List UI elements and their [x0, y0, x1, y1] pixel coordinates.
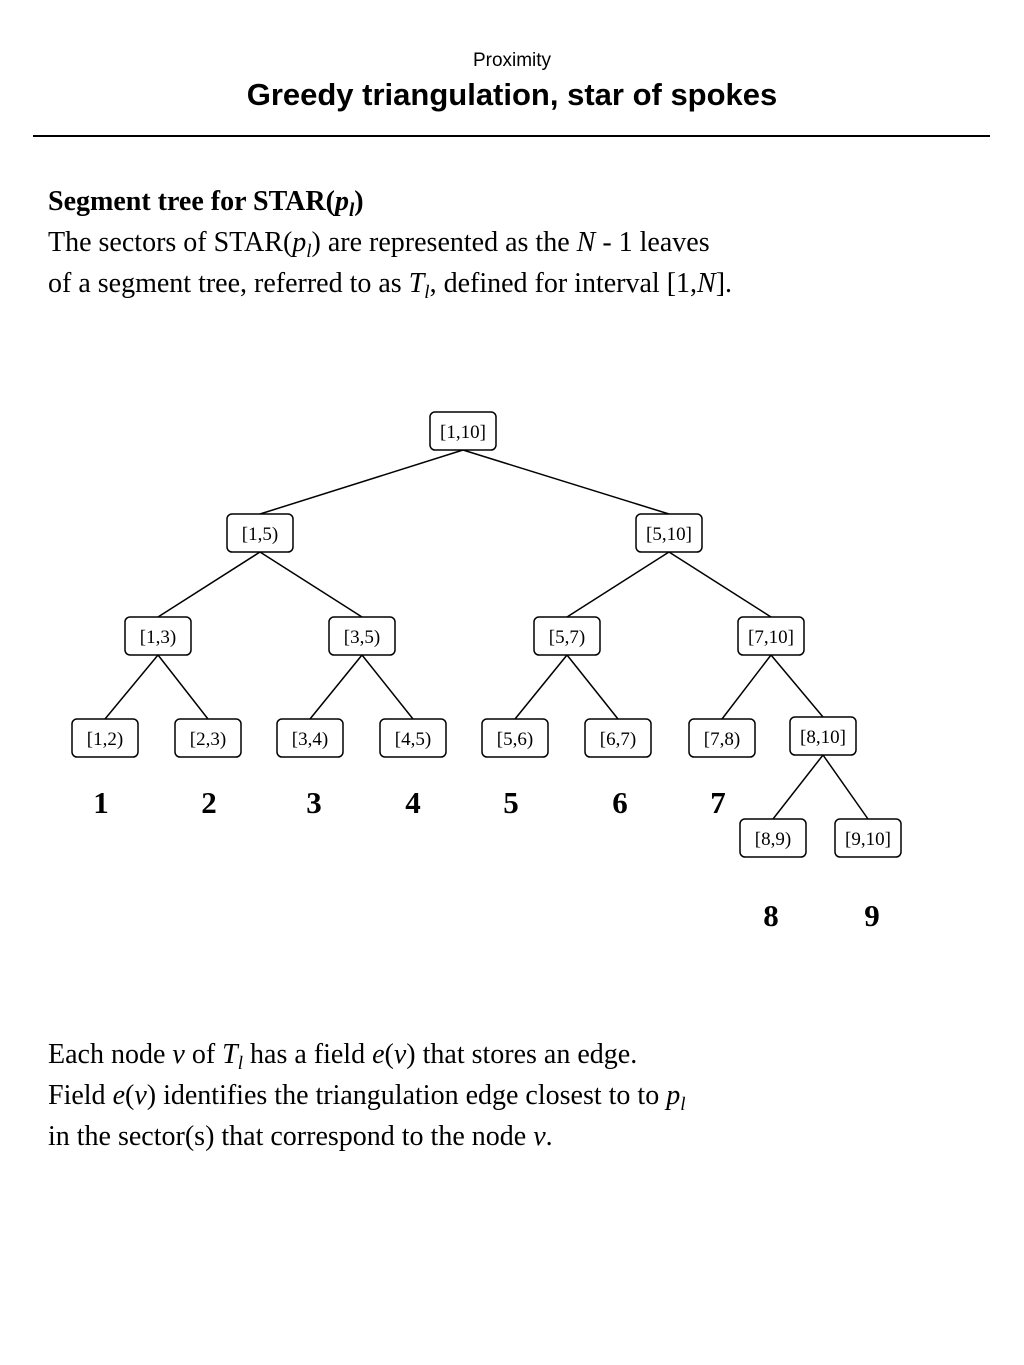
node-label: [5,6) — [497, 729, 533, 750]
tree-node-n1_3: [1,3) — [124, 616, 192, 656]
leaf-number-5: 5 — [503, 785, 519, 820]
tree-node-n4_5: [4,5) — [379, 718, 447, 758]
node-label: [3,5) — [344, 627, 380, 648]
tree-node-n5_6: [5,6) — [481, 718, 549, 758]
tree-edge — [566, 551, 670, 618]
node-label: [7,10] — [748, 627, 794, 648]
node-label: [9,10] — [845, 829, 891, 850]
intro-text: Segment tree for STAR(pl) The sectors of… — [48, 181, 732, 304]
node-box — [226, 513, 294, 553]
leaf-number-1: 1 — [93, 785, 109, 820]
tree-edge — [822, 754, 869, 820]
tree-node-n9_10: [9,10] — [834, 818, 902, 858]
tree-edge — [566, 654, 619, 720]
section-label: Proximity — [472, 50, 552, 71]
node-box — [71, 718, 139, 758]
node-label: [8,9) — [755, 829, 791, 850]
tree-node-n8_10: [8,10] — [789, 716, 857, 756]
heading-close: ) — [354, 186, 364, 217]
tree-edge — [770, 654, 824, 718]
node-label: [1,10] — [440, 422, 486, 443]
node-label: [6,7) — [600, 729, 636, 750]
intro-heading: Segment tree for STAR(pl) — [48, 181, 732, 222]
node-box — [688, 718, 756, 758]
tree-node-n3_5: [3,5) — [328, 616, 396, 656]
tree-edge — [668, 551, 772, 618]
node-box — [429, 411, 497, 451]
tree-node-n1_5: [1,5) — [226, 513, 294, 553]
outro-line-3: in the sector(s) that correspond to the … — [48, 1121, 553, 1152]
node-label: [1,5) — [242, 524, 278, 545]
node-box — [124, 616, 192, 656]
tree-node-n2_3: [2,3) — [174, 718, 242, 758]
tree-edge — [309, 654, 363, 720]
tree-node-n7_10: [7,10] — [737, 616, 805, 656]
tree-node-n6_7: [6,7) — [584, 718, 652, 758]
tree-node-n5_7: [5,7) — [533, 616, 601, 656]
node-box — [379, 718, 447, 758]
tree-node-n7_8: [7,8) — [688, 718, 756, 758]
node-label: [5,7) — [549, 627, 585, 648]
title-divider — [33, 135, 990, 137]
leaf-number-8: 8 — [763, 898, 779, 933]
leaf-number-6: 6 — [612, 785, 628, 820]
node-box — [584, 718, 652, 758]
node-box — [635, 513, 703, 553]
node-label: [5,10] — [646, 524, 692, 545]
tree-edge — [721, 654, 772, 720]
leaf-number-4: 4 — [405, 785, 421, 820]
node-label: [7,8) — [704, 729, 740, 750]
slide-title: Greedy triangulation, star of spokes — [246, 77, 778, 112]
leaf-number-2: 2 — [201, 785, 217, 820]
node-label: [3,4) — [292, 729, 328, 750]
heading-sub: l — [348, 200, 355, 221]
tree-edge — [259, 551, 363, 618]
tree-edge — [259, 449, 464, 515]
node-box — [276, 718, 344, 758]
tree-edge — [514, 654, 568, 720]
leaf-number-9: 9 — [864, 898, 880, 933]
leaf-number-3: 3 — [306, 785, 322, 820]
tree-node-n1_2: [1,2) — [71, 718, 139, 758]
leaf-number-7: 7 — [710, 785, 726, 820]
node-box — [328, 616, 396, 656]
outro-text: Each node v of Tl has a field e(v) that … — [48, 1034, 685, 1157]
tree-node-n5_10: [5,10] — [635, 513, 703, 553]
outro-line-1: Each node v of Tl has a field e(v) that … — [48, 1039, 638, 1074]
node-label: [1,2) — [87, 729, 123, 750]
tree-node-n8_9: [8,9) — [739, 818, 807, 858]
outro-line-2: Field e(v) identifies the triangulation … — [48, 1080, 686, 1115]
node-box — [737, 616, 805, 656]
heading-var: p — [334, 186, 349, 217]
node-box — [533, 616, 601, 656]
node-box — [174, 718, 242, 758]
node-label: [4,5) — [395, 729, 431, 750]
node-box — [789, 716, 857, 756]
heading-text: Segment tree for STAR( — [48, 186, 335, 217]
node-box — [739, 818, 807, 858]
tree-edge — [104, 654, 159, 720]
tree-edge — [157, 551, 261, 618]
tree-node-n1_10: [1,10] — [429, 411, 497, 451]
tree-edge — [772, 754, 824, 820]
node-label: [8,10] — [800, 727, 846, 748]
tree-edge — [157, 654, 209, 720]
intro-line-2: of a segment tree, referred to as Tl, de… — [48, 268, 733, 303]
intro-line-1: The sectors of STAR(pl) are represented … — [48, 227, 710, 262]
segment-tree-diagram: [1,10] [1,5) [5,10] [1,3) [3,5) [5,7) [7,10] [1… — [71, 411, 902, 933]
node-label: [1,3) — [140, 627, 176, 648]
tree-node-n3_4: [3,4) — [276, 718, 344, 758]
tree-edge — [361, 654, 414, 720]
node-box — [481, 718, 549, 758]
tree-edge — [462, 449, 670, 515]
node-label: [2,3) — [190, 729, 226, 750]
node-box — [834, 818, 902, 858]
